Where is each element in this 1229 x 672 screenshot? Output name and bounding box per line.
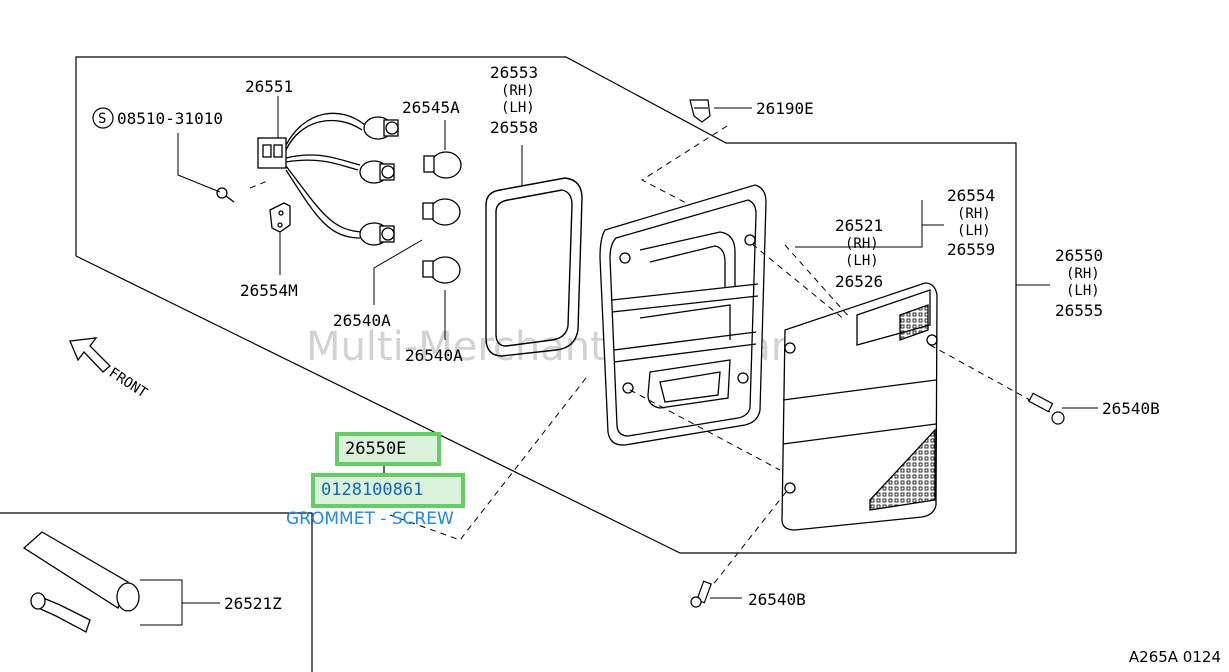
label-26558[interactable]: 26558 (490, 118, 538, 137)
part-caption[interactable]: GROMMET - SCREW (286, 509, 454, 529)
tail-lamp-lens (781, 282, 938, 531)
label-26540b-bottom[interactable]: 26540B (748, 590, 806, 609)
label-26545a[interactable]: 26545A (402, 98, 460, 117)
standard-part-symbol-icon (92, 107, 114, 129)
bulb-26540a-lower (422, 256, 461, 284)
label-26521[interactable]: 26521 (835, 216, 883, 235)
lamp-housing (599, 184, 767, 446)
label-26559[interactable]: 26559 (947, 240, 995, 259)
front-direction-arrow (69, 337, 111, 373)
sealant-tube (22, 531, 140, 633)
clip-26190e (689, 99, 711, 123)
label-26521-lh: (LH) (845, 253, 879, 269)
label-26550-lh: (LH) (1066, 283, 1100, 299)
label-26526[interactable]: 26526 (835, 272, 883, 291)
label-26554[interactable]: 26554 (947, 186, 995, 205)
screw-26540b-right (1027, 392, 1065, 425)
label-26554m[interactable]: 26554M (240, 281, 298, 300)
label-26550[interactable]: 26550 (1055, 246, 1103, 265)
leader-lines (140, 96, 1098, 626)
assembly-dashed-lines (249, 125, 1031, 587)
wire-harness-illustration (216, 112, 399, 246)
section-divider-line (0, 512, 313, 672)
label-26521-rh: (RH) (845, 236, 879, 252)
diagram-reference-code: A265A 0124 (1128, 648, 1221, 666)
label-26553-rh: (RH) (501, 83, 535, 99)
label-08510-31010[interactable]: 08510-31010 (117, 109, 223, 128)
label-26550-rh: (RH) (1066, 266, 1100, 282)
label-26554-lh: (LH) (957, 223, 991, 239)
bulb-26540a-upper (422, 198, 461, 226)
label-26540a-lower[interactable]: 26540A (405, 346, 463, 365)
label-26540b-right[interactable]: 26540B (1102, 399, 1160, 418)
label-26553-lh: (LH) (501, 100, 535, 116)
label-26554-rh: (RH) (957, 206, 991, 222)
label-26551[interactable]: 26551 (245, 77, 293, 96)
label-26540a-upper[interactable]: 26540A (333, 311, 391, 330)
label-26555[interactable]: 26555 (1055, 301, 1103, 320)
label-26553[interactable]: 26553 (490, 63, 538, 82)
bulb-socket-middle (359, 160, 395, 184)
label-26521z[interactable]: 26521Z (224, 594, 282, 613)
diagram-outline (75, 56, 1017, 554)
screw-26540b-bottom (690, 580, 712, 608)
highlighted-callout-26550e[interactable]: 26550E (335, 432, 441, 466)
bulb-socket-upper (363, 116, 399, 140)
standard-part-symbol-letter: S (98, 111, 106, 127)
label-26190e[interactable]: 26190E (756, 99, 814, 118)
lens-gasket (485, 177, 583, 357)
front-label: FRONT (106, 365, 151, 402)
highlighted-part-number[interactable]: 0128100861 (311, 473, 465, 508)
bulb-26545a (423, 151, 462, 179)
bulb-socket-lower (359, 222, 395, 246)
